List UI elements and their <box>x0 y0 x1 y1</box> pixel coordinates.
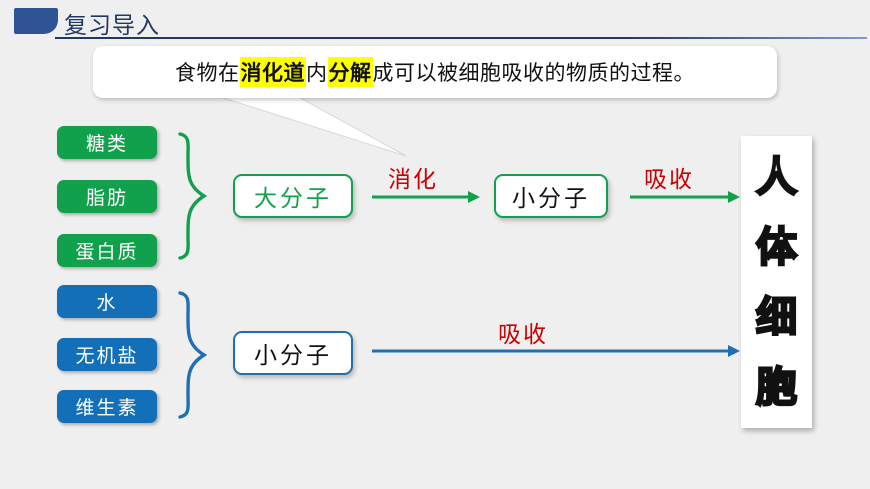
cell-panel-char-cell: 胞 <box>755 362 799 411</box>
nutrient-label: 糖类 <box>85 134 128 155</box>
brace-macromolecules <box>178 132 208 260</box>
flow-box-label: 小分子 <box>512 186 590 211</box>
nutrient-box-fats[interactable]: 脂肪 <box>57 180 157 213</box>
arrow-label-absorption-bottom: 吸收 <box>498 322 548 347</box>
header-divider <box>55 37 867 39</box>
cell-panel-char-person: 人 <box>755 152 799 201</box>
brace-micromolecules <box>178 291 208 419</box>
cell-panel-char-fine: 细 <box>755 292 799 341</box>
arrow-label-digestion: 消化 <box>388 167 438 192</box>
flow-box-macromolecule[interactable]: 大分子 <box>233 174 353 218</box>
nutrient-box-sugars[interactable]: 糖类 <box>57 126 157 159</box>
nutrient-label: 维生素 <box>75 398 139 419</box>
callout-text: 食物在消化道内分解成可以被细胞吸收的物质的过程。 <box>93 46 777 98</box>
arrow-absorption-bottom <box>372 345 740 357</box>
flow-box-micromolecule-bottom[interactable]: 小分子 <box>233 331 353 375</box>
flow-box-label: 小分子 <box>254 343 332 368</box>
callout-seg-3-highlight: 分解 <box>327 57 373 87</box>
flow-box-label: 大分子 <box>254 186 332 211</box>
nutrient-box-proteins[interactable]: 蛋白质 <box>57 234 157 267</box>
nutrient-label: 蛋白质 <box>75 242 139 263</box>
nutrient-box-water[interactable]: 水 <box>57 285 157 318</box>
arrow-digestion <box>372 191 480 203</box>
human-body-cell-panel: 人 体 细 胞 <box>741 136 812 428</box>
definition-callout: 食物在消化道内分解成可以被细胞吸收的物质的过程。 <box>93 46 777 158</box>
callout-seg-1-highlight: 消化道 <box>239 57 306 87</box>
page-title: 复习导入 <box>64 13 160 38</box>
callout-seg-2: 内 <box>306 61 328 85</box>
nutrient-label: 水 <box>96 293 118 314</box>
cell-panel-char-body: 体 <box>755 222 799 271</box>
arrow-label-absorption-top: 吸收 <box>644 167 694 192</box>
callout-seg-0: 食物在 <box>175 61 240 85</box>
arrow-absorption-top <box>630 191 740 203</box>
callout-seg-4: 成可以被细胞吸收的物质的过程。 <box>372 61 695 85</box>
nutrient-box-inorganic-salts[interactable]: 无机盐 <box>57 338 157 371</box>
callout-body <box>93 46 777 98</box>
header-badge-shape <box>14 8 58 34</box>
nutrient-label: 脂肪 <box>85 188 128 209</box>
nutrient-label: 无机盐 <box>75 346 139 367</box>
nutrient-box-vitamins[interactable]: 维生素 <box>57 390 157 423</box>
flow-box-micromolecule-top[interactable]: 小分子 <box>494 174 608 218</box>
